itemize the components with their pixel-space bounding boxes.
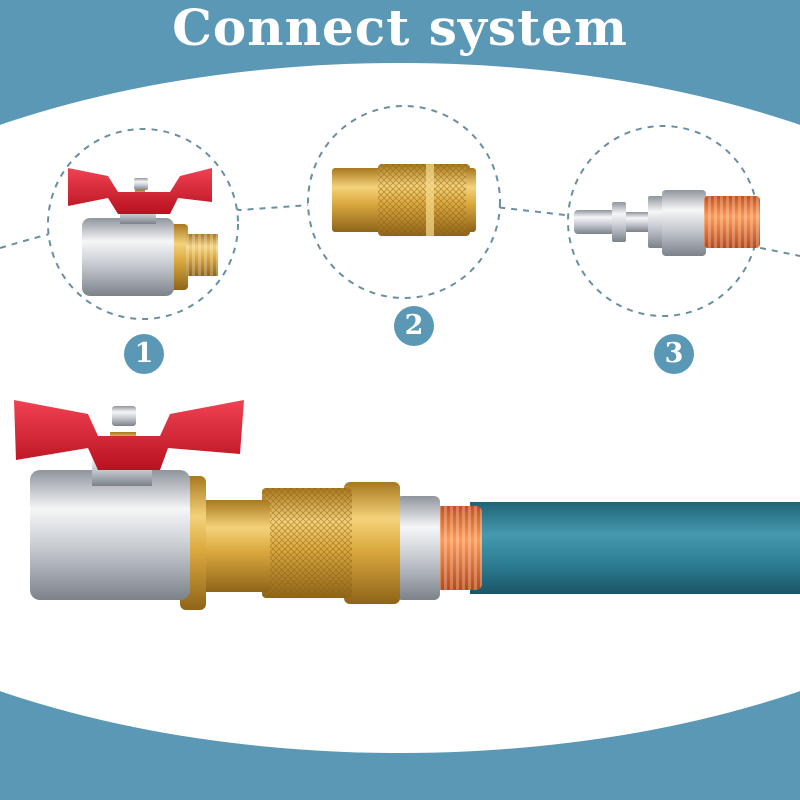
step-badge-3: 3 bbox=[654, 334, 694, 374]
coupler-small bbox=[332, 164, 476, 236]
step-badge-2: 2 bbox=[394, 306, 434, 346]
step-badge-1: 1 bbox=[124, 334, 164, 374]
hose bbox=[470, 502, 800, 594]
assembly-large bbox=[14, 400, 800, 610]
page-title: Connect system bbox=[172, 0, 628, 57]
ball-valve-small bbox=[68, 168, 218, 296]
plug-small bbox=[574, 190, 760, 256]
